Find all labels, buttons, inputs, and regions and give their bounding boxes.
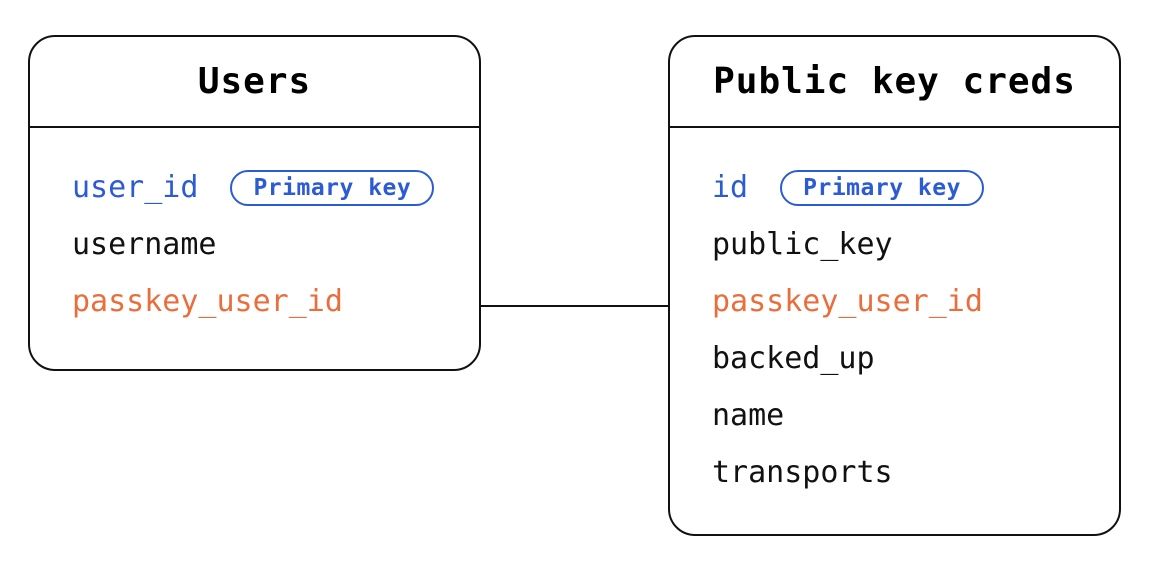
table-row: id Primary key — [712, 159, 1119, 216]
table-row: transports — [712, 444, 1119, 501]
primary-key-badge: Primary key — [230, 169, 435, 206]
field-passkey-user-id: passkey_user_id — [72, 284, 343, 319]
table-users: Users user_id Primary key username passk… — [28, 35, 481, 371]
field-name: name — [712, 398, 785, 433]
table-row: public_key — [712, 216, 1119, 273]
table-row: name — [712, 387, 1119, 444]
field-public-key: public_key — [712, 227, 893, 262]
field-backed-up: backed_up — [712, 341, 875, 376]
field-username: username — [72, 227, 217, 262]
table-row: user_id Primary key — [72, 159, 479, 216]
table-row: passkey_user_id — [712, 273, 1119, 330]
field-id: id — [712, 170, 749, 205]
field-transports: transports — [712, 455, 893, 490]
relationship-line — [481, 305, 668, 307]
field-user-id: user_id — [72, 170, 199, 205]
table-public-key-creds: Public key creds id Primary key public_k… — [668, 35, 1121, 536]
table-public-key-creds-body: id Primary key public_key passkey_user_i… — [670, 128, 1119, 501]
table-row: backed_up — [712, 330, 1119, 387]
table-row: username — [72, 216, 479, 273]
table-users-title: Users — [197, 61, 312, 102]
table-public-key-creds-title: Public key creds — [713, 61, 1076, 102]
field-passkey-user-id: passkey_user_id — [712, 284, 983, 319]
table-users-body: user_id Primary key username passkey_use… — [30, 128, 479, 330]
primary-key-badge: Primary key — [780, 169, 984, 206]
table-users-header: Users — [30, 37, 479, 128]
table-public-key-creds-header: Public key creds — [670, 37, 1119, 128]
table-row: passkey_user_id — [72, 273, 479, 330]
